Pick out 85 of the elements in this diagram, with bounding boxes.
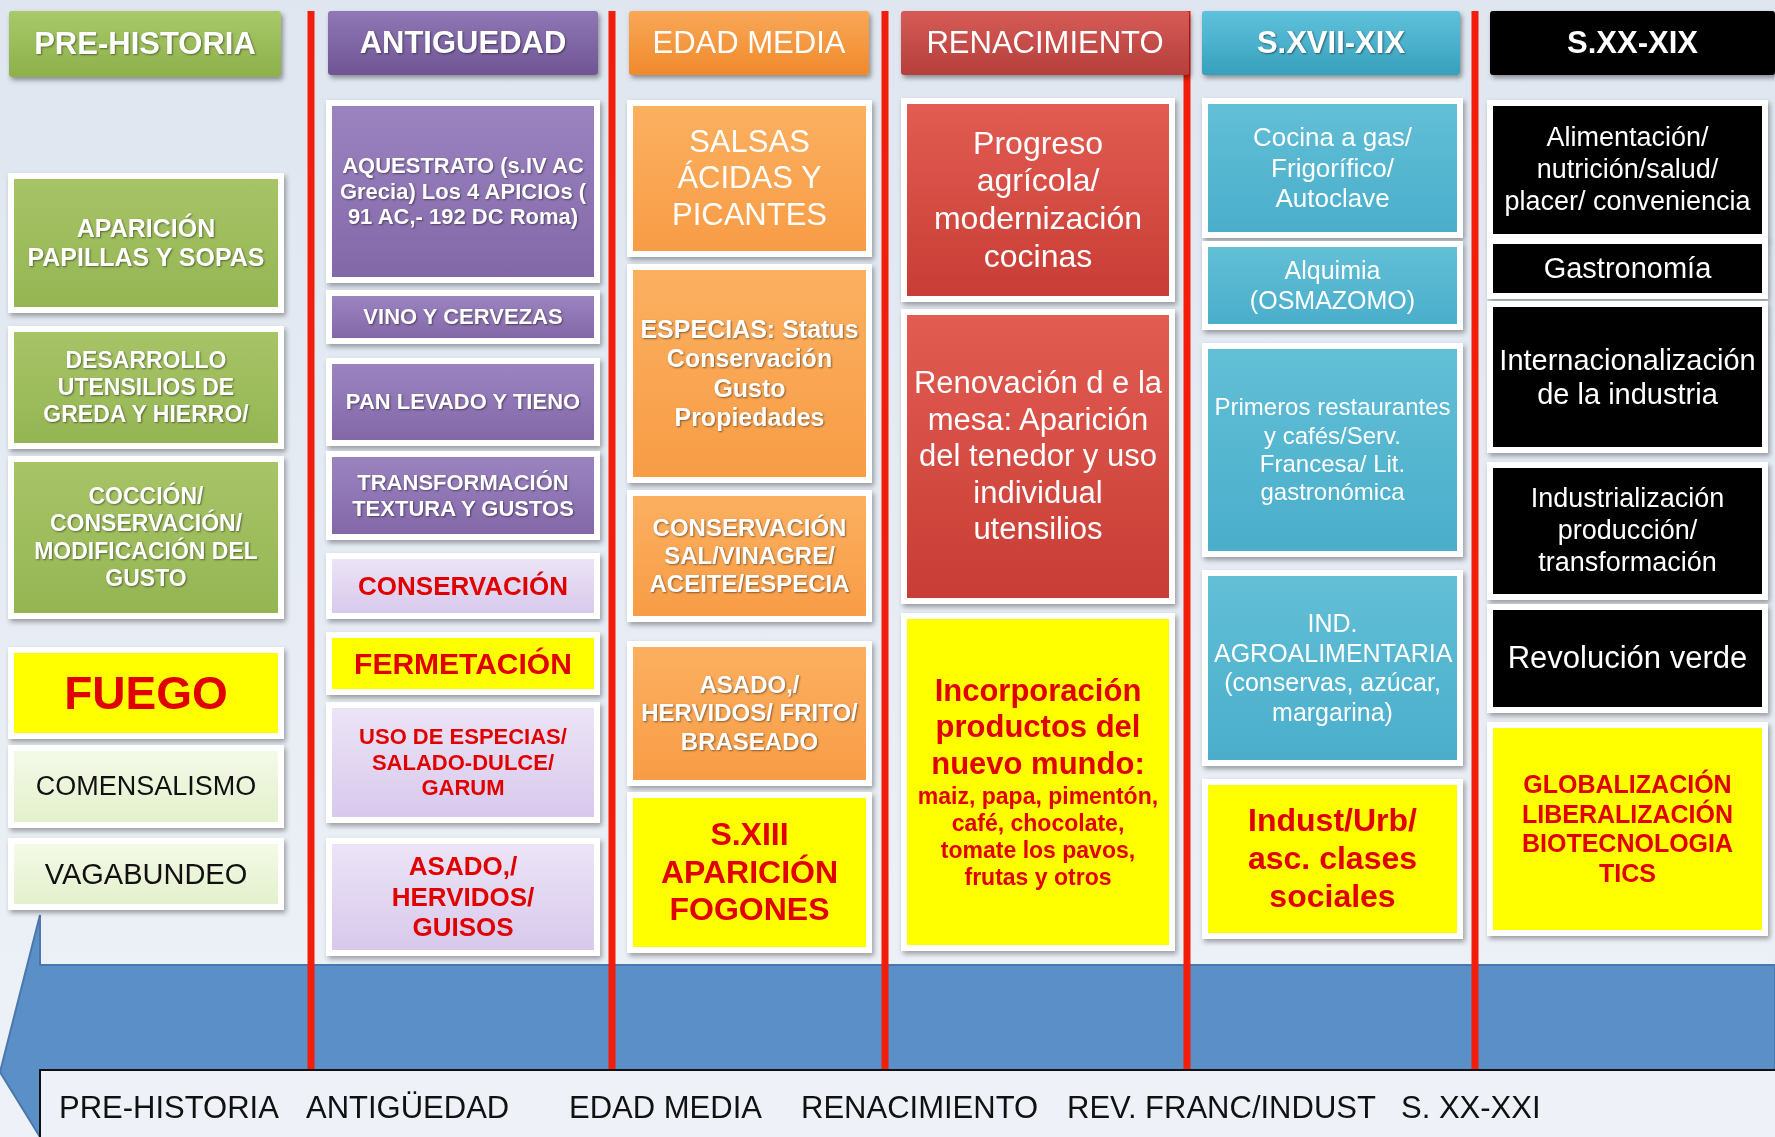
timeline-box — [8, 326, 284, 449]
period-title: PRE-HISTORIA — [34, 25, 256, 63]
period-title: S.XVII-XIX — [1256, 24, 1406, 62]
timeline-box — [1202, 343, 1463, 557]
timeline-box — [1487, 238, 1768, 299]
period-label: S. XX-XXI — [1401, 1090, 1541, 1126]
box-text: GLOBALIZACIÓN LIBERALIZACIÓN BIOTECNOLOGIA TICS — [1520, 770, 1735, 888]
period-label: REV. FRANC/INDUST — [1067, 1090, 1376, 1126]
box-text: Revolución verde — [1507, 640, 1748, 677]
period-title: RENACIMIENTO — [926, 24, 1164, 62]
timeline-box — [1202, 241, 1463, 330]
box-text: Gastronomía — [1543, 251, 1712, 286]
period-header — [1490, 11, 1775, 75]
timeline-box — [8, 745, 284, 828]
box-text: COMENSALISMO — [35, 770, 257, 803]
timeline-box — [8, 647, 284, 739]
period-header — [1202, 11, 1460, 75]
period-title: EDAD MEDIA — [652, 24, 846, 62]
box-text: FUEGO — [64, 665, 228, 721]
timeline-box — [627, 100, 872, 257]
box-text: Indust/Urb/ asc. clases sociales — [1246, 802, 1418, 916]
box-text: Internacionalización de la industria — [1499, 342, 1756, 412]
timeline-box — [627, 264, 872, 483]
period-title: ANTIGUEDAD — [359, 24, 567, 62]
timeline-box — [627, 490, 872, 622]
timeline-box — [8, 838, 284, 910]
box-text: Primeros restaurantes y cafés/Serv. Francesa/ Lit. gastronómica — [1214, 393, 1451, 507]
box-text: APARICIÓN PAPILLAS Y SOPAS — [26, 213, 266, 273]
box-text: TRANSFORMACIÓN TEXTURA Y GUSTOS — [351, 469, 575, 522]
timeline-box — [1487, 722, 1768, 936]
box-text: DESARROLLO UTENSILIOS DE GREDA Y HIERRO/ — [42, 346, 250, 429]
period-header — [9, 11, 281, 77]
timeline-box — [326, 290, 600, 344]
box-text: VINO Y CERVEZAS — [363, 304, 563, 330]
box-text: ESPECIAS: Status Conservación Gusto Propiedades — [639, 314, 860, 433]
timeline-box — [1202, 779, 1463, 939]
timeline-box — [1202, 98, 1463, 238]
timeline-box — [627, 792, 872, 953]
period-header — [328, 11, 598, 75]
period-label: EDAD MEDIA — [569, 1090, 762, 1126]
timeline-box — [627, 641, 872, 786]
period-label: PRE-HISTORIA — [59, 1090, 279, 1126]
timeline-box — [1487, 604, 1768, 713]
timeline-box — [326, 451, 600, 540]
box-text: IND. AGROALIMENTARIA (conservas, azúcar, margarina) — [1213, 609, 1452, 727]
timeline-box — [8, 456, 284, 619]
box-text: Cocina a gas/ Frigorífico/ Autoclave — [1252, 122, 1413, 214]
box-text: ASADO,/ HERVIDOS/ FRITO/ BRASEADO — [640, 671, 859, 756]
timeline-box — [901, 309, 1175, 604]
period-header — [901, 11, 1189, 75]
timeline-box — [1487, 100, 1768, 240]
timeline-box — [326, 553, 600, 619]
box-text: CONSERVACIÓN SAL/VINAGRE/ ACEITE/ESPECIA — [648, 513, 851, 599]
box-text: PAN LEVADO Y TIENO — [345, 389, 581, 415]
box-text: Progreso agrícola/ modernización cocinas — [932, 124, 1144, 276]
box-text: Alquimia (OSMAZOMO) — [1248, 256, 1417, 315]
period-label: ANTIGÜEDAD — [306, 1090, 510, 1126]
period-label: RENACIMIENTO — [801, 1090, 1039, 1126]
timeline-box — [901, 98, 1175, 302]
timeline-box — [8, 173, 284, 313]
period-header — [629, 11, 869, 75]
box-text: Industrialización producción/ transformación — [1529, 483, 1726, 579]
timeline-box — [1487, 462, 1768, 600]
box-text: CONSERVACIÓN — [358, 570, 568, 602]
box-text: ASADO,/ HERVIDOS/ GUISOS — [390, 851, 536, 943]
box-text: S.XIII APARICIÓN FOGONES — [659, 815, 840, 930]
box-text: FERMETACIÓN — [354, 645, 572, 682]
box-text: Incorporación productos del nuevo mundo: — [930, 672, 1146, 783]
period-title: S.XX-XIX — [1567, 24, 1698, 62]
timeline-box — [1202, 570, 1463, 766]
timeline-box — [901, 613, 1175, 951]
box-text: Alimentación/ nutrición/salud/ placer/ conveniencia — [1503, 122, 1752, 218]
timeline-box — [1487, 301, 1768, 453]
box-text: COCCIÓN/ CONSERVACIÓN/ MODIFICACIÓN DEL GUSTO — [33, 483, 259, 592]
timeline-box — [326, 632, 600, 695]
box-text: Renovación d e la mesa: Aparición del tenedor y uso individual utensilios — [913, 365, 1163, 548]
box-text: SALSAS ÁCIDAS Y PICANTES — [671, 123, 828, 234]
box-text: AQUESTRATO (s.IV AC Grecia) Los 4 APICIOs ( 91 AC,- 192 DC Roma) — [338, 152, 588, 231]
box-text: VAGABUNDEO — [44, 856, 248, 892]
timeline-box — [326, 358, 600, 446]
box-text: USO DE ESPECIAS/ SALADO-DULCE/ GARUM — [358, 723, 568, 802]
timeline-box — [326, 838, 600, 956]
timeline-box — [326, 100, 600, 283]
timeline-box — [326, 702, 600, 823]
box-detail-text: maiz, papa, pimentón, café, chocolate, tomate los pavos, frutas y otros — [916, 782, 1160, 892]
